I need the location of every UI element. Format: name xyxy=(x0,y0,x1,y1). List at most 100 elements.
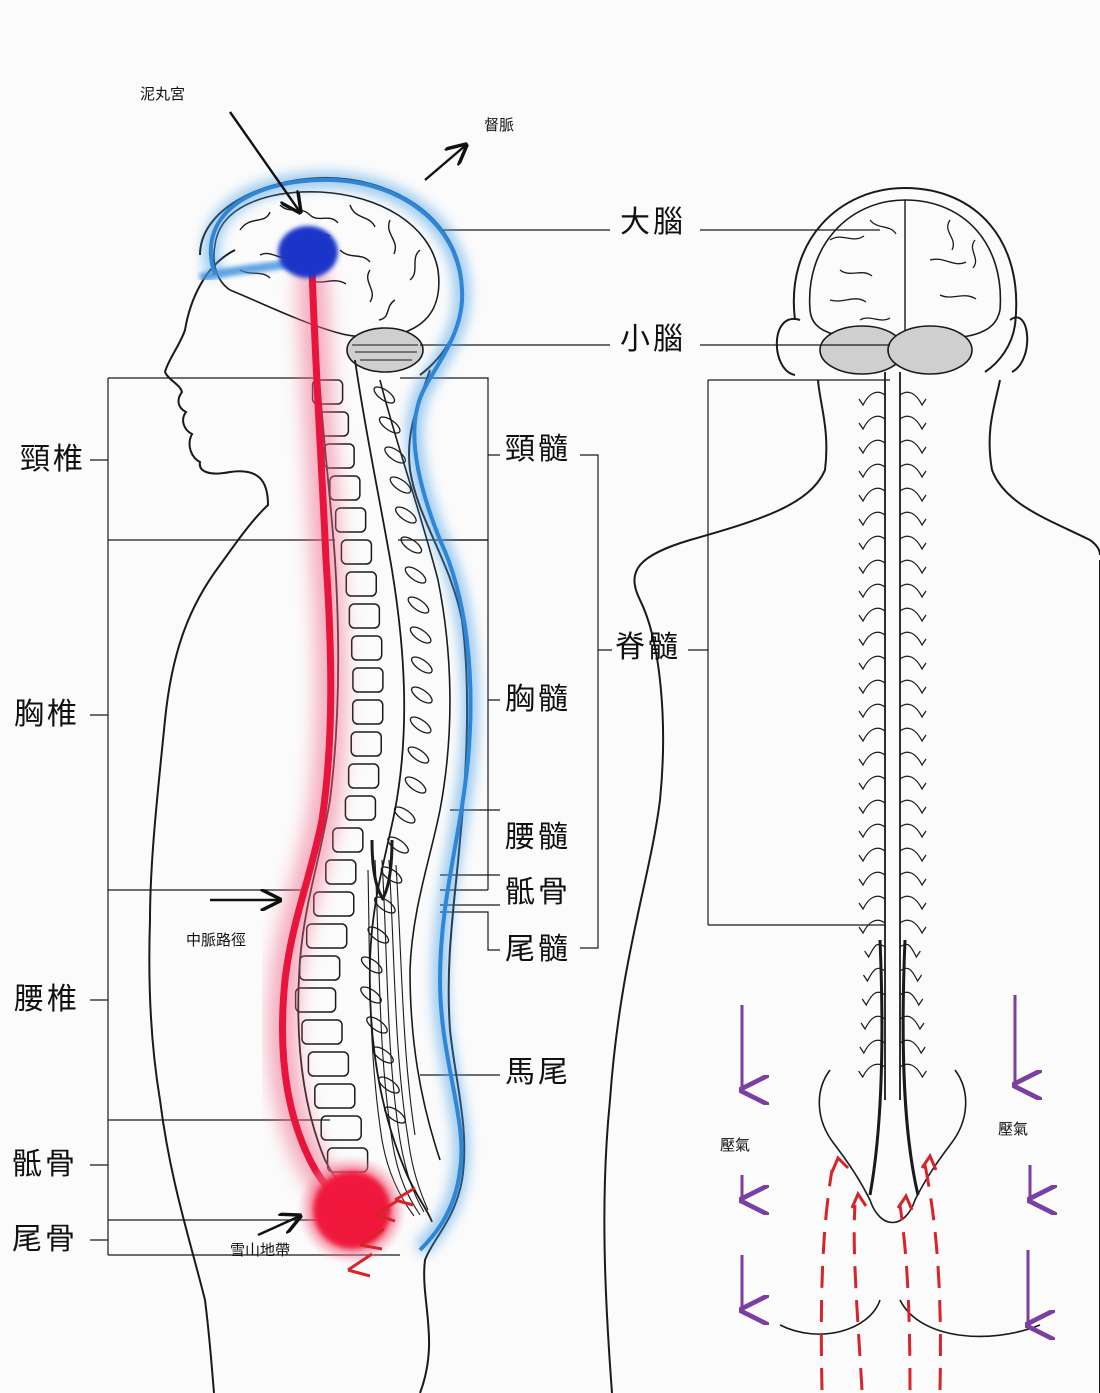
spinous-edge xyxy=(379,379,451,1161)
vertebra xyxy=(351,699,384,725)
annotation-pressure-left: 壓氣 xyxy=(720,1136,751,1154)
spinous-process xyxy=(407,596,430,614)
label-lumbar-vertebrae: 腰椎 xyxy=(14,982,80,1017)
spinous-process xyxy=(409,716,432,734)
vertebra xyxy=(352,667,384,693)
spinal-nerve xyxy=(899,583,927,599)
spinal-nerve xyxy=(899,391,927,407)
spinous-process xyxy=(372,1046,394,1064)
spinal-nerve xyxy=(858,487,886,503)
label-sacral: 骶骨 xyxy=(505,875,571,910)
vertebra xyxy=(350,731,382,757)
label-cervical-vertebrae: 頸椎 xyxy=(20,442,86,477)
spinal-nerve xyxy=(864,943,886,959)
vertebra xyxy=(320,1115,362,1141)
back-spinal-cord xyxy=(884,372,901,1100)
spinal-nerve xyxy=(899,655,927,671)
spinal-nerve xyxy=(899,679,927,695)
vertebra xyxy=(348,603,381,629)
spinal-nerve xyxy=(858,607,886,623)
label-cauda-equina: 馬尾 xyxy=(505,1055,571,1090)
spinous-process xyxy=(393,806,416,824)
label-spinal-cord: 脊髓 xyxy=(615,630,681,665)
label-sacrum: 骶骨 xyxy=(12,1147,78,1182)
spinal-nerve xyxy=(899,511,927,527)
governor-arrow xyxy=(424,145,466,181)
spinal-nerve xyxy=(858,655,886,671)
spinal-nerve xyxy=(899,799,927,815)
spinous-process xyxy=(389,476,412,494)
spinal-nerve xyxy=(899,535,927,551)
vertebra xyxy=(294,987,337,1013)
spinous-process xyxy=(395,506,417,524)
spinous-process xyxy=(378,416,401,434)
vertebra xyxy=(313,891,355,917)
annotation-pressure-right: 壓氣 xyxy=(998,1120,1029,1138)
spinal-nerve xyxy=(858,871,886,887)
annotation-niwan-palace: 泥丸宮 xyxy=(140,85,186,103)
spinal-nerve xyxy=(858,703,886,719)
back-view-figure xyxy=(603,186,1100,1393)
spinal-nerve xyxy=(858,511,886,527)
vertebra xyxy=(345,571,378,597)
spinal-nerve xyxy=(899,463,927,479)
spinal-nerve xyxy=(899,751,927,767)
spinous-process xyxy=(360,986,382,1004)
pressure-arrows xyxy=(742,995,1030,1325)
annotation-governor-vessel: 督脈 xyxy=(484,116,515,134)
central-channel-line xyxy=(278,269,352,1209)
label-cervical-cord: 頸髓 xyxy=(505,432,571,467)
spinous-process xyxy=(407,746,430,764)
spinal-nerve xyxy=(858,751,886,767)
annotation-arrows xyxy=(210,111,466,1237)
vertebra xyxy=(334,507,367,533)
spinal-nerve xyxy=(858,391,886,407)
side-body-outline xyxy=(148,249,270,1393)
vertebra xyxy=(350,635,383,661)
spinous-process xyxy=(374,896,396,914)
spinous-process xyxy=(410,686,433,704)
back-body-outline xyxy=(603,379,1100,1393)
side-cerebellum xyxy=(346,327,424,373)
governor-vessel-line xyxy=(208,177,473,1252)
vertebra xyxy=(305,923,348,949)
spinal-nerve xyxy=(858,415,886,431)
spinal-nerve xyxy=(899,895,927,911)
spinal-nerve xyxy=(858,823,886,839)
back-cerebellum-right xyxy=(887,325,973,375)
spinal-nerve xyxy=(899,703,927,719)
left-brackets xyxy=(90,377,400,1256)
spinal-nerve xyxy=(899,727,927,743)
side-brain xyxy=(213,191,440,338)
vertebra xyxy=(325,859,357,885)
label-thoracic-cord: 胸髓 xyxy=(505,682,571,717)
back-bracket xyxy=(688,229,890,926)
spinous-process xyxy=(404,566,427,584)
label-cerebellum: 小腦 xyxy=(620,322,686,357)
vertebra xyxy=(314,1083,356,1109)
spinal-nerve xyxy=(899,967,923,983)
spinal-nerve xyxy=(858,463,886,479)
spinal-nerve xyxy=(858,559,886,575)
spinal-nerve xyxy=(899,559,927,575)
spinous-process xyxy=(410,656,433,674)
vertebra xyxy=(347,763,380,789)
spinal-nerve xyxy=(899,823,927,839)
spinous-process xyxy=(373,386,396,404)
spinous-process xyxy=(400,536,423,554)
spinous-process xyxy=(387,836,409,854)
annotation-central-channel-path: 中脈路徑 xyxy=(186,931,247,949)
label-coccyx: 尾骨 xyxy=(12,1222,78,1257)
spinal-nerve xyxy=(899,607,927,623)
spinal-nerve xyxy=(899,847,927,863)
spinal-nerve xyxy=(899,439,927,455)
spinal-nerve xyxy=(862,967,886,983)
energy-dashed-arrows xyxy=(819,1152,942,1391)
niwan-arrow xyxy=(229,111,300,212)
vertebra xyxy=(301,1019,343,1045)
spinal-nerve xyxy=(858,799,886,815)
spinal-nerve xyxy=(858,775,886,791)
spinal-nerve xyxy=(858,847,886,863)
spinal-nerve xyxy=(899,919,927,935)
